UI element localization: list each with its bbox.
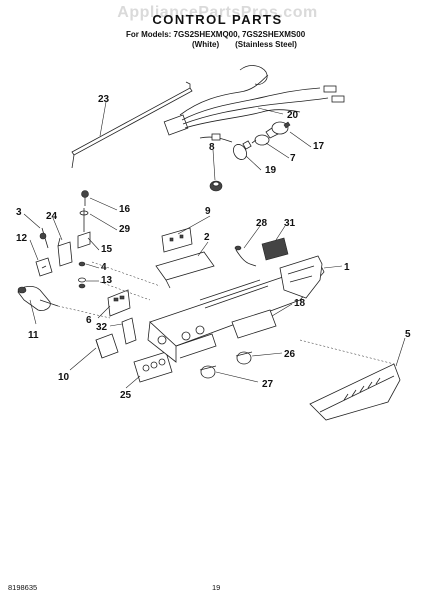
part-10-knob [95, 333, 119, 359]
part-25-switch-plate [133, 351, 173, 383]
callout-29: 29 [119, 224, 131, 235]
part-31-pad [261, 237, 289, 261]
callout-8: 8 [209, 142, 215, 153]
model-list: For Models: 7GS2SHEXMQ00, 7GS2SHEXMS00 [126, 30, 306, 39]
callout-31: 31 [284, 218, 296, 229]
callout-23: 23 [98, 94, 110, 105]
callout-28: 28 [256, 218, 268, 229]
part-20-wire-harness [163, 65, 345, 143]
part-13-washer [78, 277, 86, 289]
part-3-screw [39, 227, 49, 249]
callout-1: 1 [344, 262, 350, 273]
callout-9: 9 [205, 206, 211, 217]
part-19-bulb [233, 140, 252, 160]
callout-11: 11 [28, 330, 39, 341]
page-number: 19 [212, 583, 221, 592]
callout-18: 18 [294, 298, 306, 309]
part-32-clip [121, 317, 137, 345]
model-variants: (White) (Stainless Steel) [192, 40, 313, 49]
part-6-bracket [107, 289, 131, 317]
callout-25: 25 [120, 390, 132, 401]
callout-13: 13 [101, 275, 113, 286]
part-17-bulb-socket [265, 121, 291, 139]
callout-32: 32 [96, 322, 108, 333]
part-7-lamp [251, 134, 270, 146]
callout-3: 3 [16, 207, 22, 218]
callout-5: 5 [405, 329, 411, 340]
callout-19: 19 [265, 165, 277, 176]
callout-12: 12 [16, 233, 28, 244]
variant-white: (White) [192, 40, 220, 49]
callout-24: 24 [46, 211, 58, 222]
callout-17: 17 [313, 141, 325, 152]
part-27-button [199, 365, 217, 379]
callout-10: 10 [58, 372, 70, 383]
callout-7: 7 [290, 153, 296, 164]
part-1-control-housing [91, 255, 325, 363]
part-24-bracket [57, 237, 73, 267]
part-4-nut [78, 261, 86, 267]
callout-6: 6 [86, 315, 92, 326]
callout-20: 20 [287, 110, 299, 121]
callout-27: 27 [262, 379, 274, 390]
part-23-rod [71, 81, 193, 169]
part-12-clip [35, 257, 53, 277]
callout-2: 2 [204, 232, 210, 243]
leader-lines [23, 101, 406, 389]
callout-4: 4 [101, 262, 107, 273]
watermark: AppliancePartsPros.com [117, 4, 318, 21]
callout-26: 26 [284, 349, 296, 360]
part-9-plate [161, 227, 193, 253]
part-28-thermistor [234, 245, 257, 267]
variant-steel: (Stainless Steel) [235, 40, 297, 49]
part-5-grille-cover [299, 339, 401, 421]
page-title: CONTROL PARTS [152, 12, 283, 27]
part-2-shield [155, 251, 215, 289]
callout-16: 16 [119, 204, 131, 215]
part-15-bracket [77, 208, 91, 249]
callout-labels: 23 20 17 8 7 19 3 24 16 29 12 15 4 13 11… [16, 94, 411, 401]
part-26-button [235, 351, 253, 365]
callout-15: 15 [101, 244, 113, 255]
part-18-light-shield [231, 309, 277, 339]
part-8-grommet [209, 180, 223, 192]
document-number: 8198635 [8, 583, 38, 592]
part-11-actuator [17, 286, 111, 319]
part-16-screw [81, 190, 89, 206]
